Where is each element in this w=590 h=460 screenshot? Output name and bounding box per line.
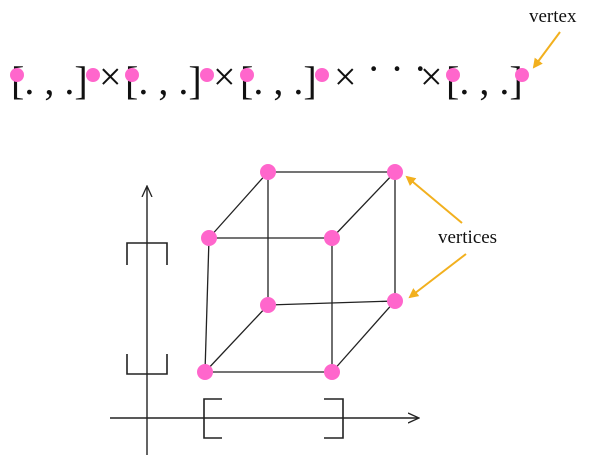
interval-2: [. , .] (125, 58, 202, 103)
cube-vertex-dot (197, 364, 213, 380)
vertical-interval-bracket-bottom (126, 354, 168, 375)
interval-product: [. , .] × [. , .] × [. , .] × · · · × [.… (10, 6, 577, 103)
cube-vertex-dot (201, 230, 217, 246)
times-4: × (420, 54, 443, 99)
cube-vertex-dot (324, 364, 340, 380)
vertex-dot (125, 68, 139, 82)
vertex-arrow (532, 31, 561, 69)
times-2: × (213, 54, 236, 99)
vertex-dot (240, 68, 254, 82)
times-3: × (334, 54, 357, 99)
cube-vertex-dot (387, 293, 403, 309)
cube-vertex-dot (260, 297, 276, 313)
horizontal-interval-bracket-left (203, 398, 222, 439)
ellipsis: · · · (367, 46, 427, 91)
horizontal-interval-bracket-right (324, 398, 344, 439)
vertex-label: vertex (529, 6, 577, 27)
vertices-arrow-lower (408, 253, 467, 299)
vertex-dot (515, 68, 529, 82)
interval-3: [. , .] (240, 58, 317, 103)
interval-4: [. , .] (446, 58, 523, 103)
interval-1: [. , .] (11, 58, 88, 103)
vertex-dot (315, 68, 329, 82)
vertex-dot (200, 68, 214, 82)
vertex-dot (446, 68, 460, 82)
cube-edges (204, 171, 396, 373)
cube-vertex-dot (324, 230, 340, 246)
cube-figure: vertices (110, 164, 497, 455)
times-1: × (99, 54, 122, 99)
vertices-arrow-upper (405, 175, 463, 224)
cube-vertex-dot (387, 164, 403, 180)
vertex-dot (10, 68, 24, 82)
vertices-label: vertices (438, 227, 497, 248)
vertical-interval-bracket-top (126, 242, 168, 265)
vertex-dot (86, 68, 100, 82)
cube-vertex-dot (260, 164, 276, 180)
